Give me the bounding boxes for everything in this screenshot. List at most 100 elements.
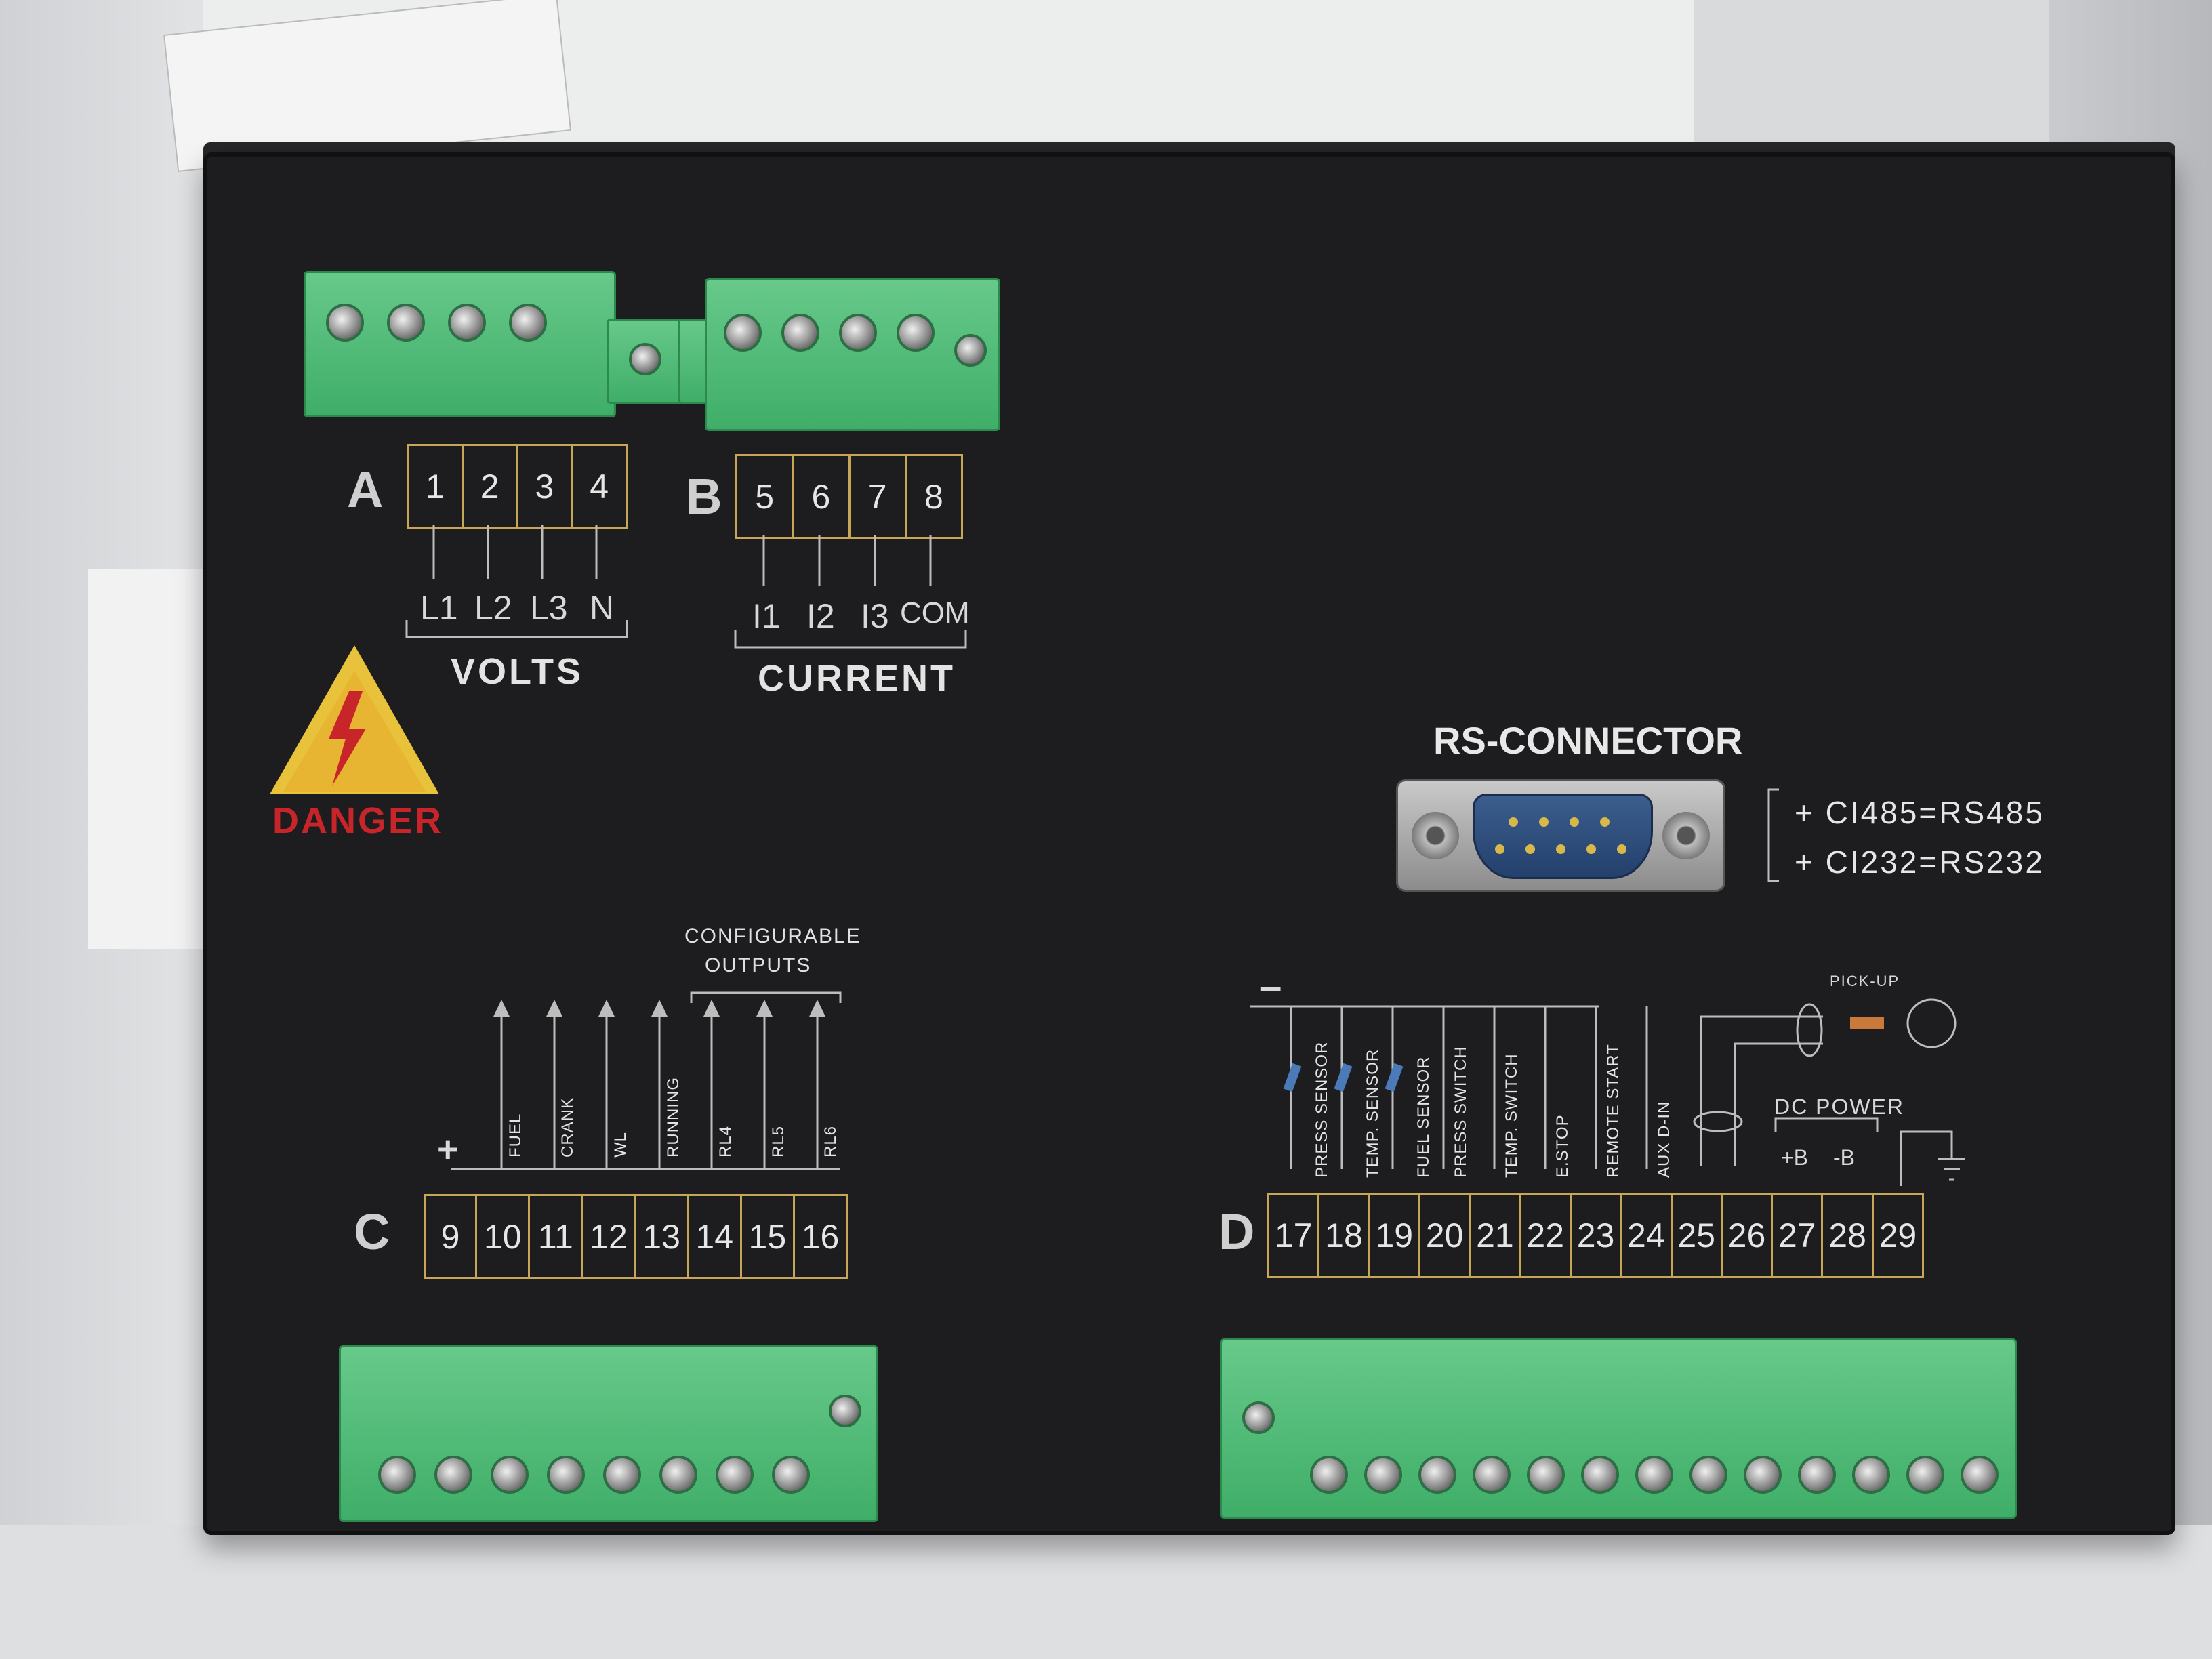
screw-icon <box>954 334 987 367</box>
signal-l1: L1 <box>420 589 458 627</box>
screw-icon <box>434 1456 472 1494</box>
terminal-number: 28 <box>1823 1195 1874 1276</box>
terminal-number: 16 <box>801 1218 840 1256</box>
terminal-block-c: 9 10 11 12 13 14 15 16 <box>424 1194 848 1279</box>
terminal-number: 12 <box>583 1196 636 1277</box>
rs485-option: + CI485=RS485 <box>1795 795 2045 830</box>
block-d-letter: D <box>1218 1204 1255 1260</box>
screw-icon <box>1744 1456 1782 1494</box>
terminal-number: 18 <box>1319 1195 1370 1276</box>
signal-com: COM <box>900 596 970 630</box>
configurable-label: CONFIGURABLE <box>684 925 861 947</box>
screw-icon <box>603 1456 641 1494</box>
block-c-letter: C <box>354 1204 390 1260</box>
screw-icon <box>629 343 661 375</box>
terminal-number: 24 <box>1622 1195 1673 1276</box>
screw-icon <box>839 314 877 352</box>
plug-flange-a <box>607 319 685 404</box>
screw-icon <box>772 1456 810 1494</box>
terminal-number: 10 <box>477 1196 531 1277</box>
screw-icon <box>448 304 486 342</box>
screw-icon <box>1527 1456 1565 1494</box>
signal-n: N <box>590 589 615 627</box>
screw-icon <box>378 1456 416 1494</box>
terminal-number: 6 <box>794 456 851 537</box>
plus-label: + <box>437 1129 459 1170</box>
terminal-number: 13 <box>636 1196 689 1277</box>
dc-power-label: DC POWER <box>1774 1094 1904 1119</box>
terminal-number: 26 <box>1723 1195 1774 1276</box>
terminal-block-b: 5 6 7 8 <box>735 454 963 539</box>
terminal-number: 29 <box>1879 1216 1917 1254</box>
terminal-number: 9 <box>426 1196 478 1277</box>
background-box-edge <box>88 569 224 949</box>
terminal-number: 27 <box>1773 1195 1824 1276</box>
outputs-label: OUTPUTS <box>705 954 812 977</box>
terminal-block-d: 17 18 19 20 21 22 23 24 25 26 27 28 29 <box>1267 1193 1924 1278</box>
dc-negative-label: -B <box>1833 1145 1855 1170</box>
screw-icon <box>1242 1401 1275 1434</box>
minus-label: – <box>1259 963 1282 1008</box>
plug-connector-d[interactable] <box>1220 1338 2017 1519</box>
screw-icon <box>509 304 547 342</box>
terminal-number: 3 <box>518 446 573 527</box>
screw-icon <box>724 314 762 352</box>
pickup-label: PICK-UP <box>1830 972 1900 989</box>
screw-icon <box>829 1395 861 1427</box>
screw-icon <box>1852 1456 1890 1494</box>
terminal-number: 23 <box>1572 1195 1622 1276</box>
db9-shell <box>1473 794 1653 879</box>
plug-connector-c[interactable] <box>339 1345 878 1522</box>
terminal-number: 4 <box>590 468 609 506</box>
screw-icon <box>716 1456 754 1494</box>
screw-icon <box>1418 1456 1456 1494</box>
signal-l3: L3 <box>530 589 568 627</box>
signal-i2: I2 <box>806 597 835 635</box>
screw-icon <box>1310 1456 1348 1494</box>
screw-icon <box>1906 1456 1944 1494</box>
terminal-number: 17 <box>1269 1195 1320 1276</box>
signal-i1: I1 <box>752 597 781 635</box>
screw-icon <box>781 314 819 352</box>
terminal-number: 8 <box>924 478 943 516</box>
terminal-number: 7 <box>851 456 907 537</box>
group-volts: VOLTS <box>451 651 584 692</box>
lightning-icon <box>329 691 366 786</box>
screw-icon <box>1689 1456 1727 1494</box>
terminal-number: 1 <box>409 446 464 527</box>
terminal-number: 20 <box>1420 1195 1471 1276</box>
terminal-number: 14 <box>689 1196 742 1277</box>
screw-icon <box>1798 1456 1836 1494</box>
screw-icon <box>1364 1456 1402 1494</box>
dc-positive-label: +B <box>1781 1145 1809 1170</box>
rs-connector-title: RS-CONNECTOR <box>1433 719 1743 762</box>
signal-i3: I3 <box>861 597 889 635</box>
db9-connector-icon[interactable] <box>1396 779 1725 892</box>
screw-icon <box>1961 1456 1999 1494</box>
screw-icon <box>326 304 364 342</box>
screw-icon <box>1635 1456 1673 1494</box>
terminal-number: 22 <box>1521 1195 1572 1276</box>
terminal-number: 5 <box>737 456 794 537</box>
terminal-block-a: 1 2 3 4 <box>407 444 628 529</box>
screw-icon <box>1473 1456 1511 1494</box>
background-surface <box>0 1525 2212 1659</box>
screw-icon <box>1581 1456 1619 1494</box>
hex-nut-icon <box>1412 812 1459 859</box>
terminal-number: 25 <box>1673 1195 1723 1276</box>
block-b-letter: B <box>686 468 722 525</box>
rs232-option: + CI232=RS232 <box>1795 844 2045 880</box>
terminal-number: 21 <box>1471 1195 1521 1276</box>
group-current: CURRENT <box>758 658 956 699</box>
screw-icon <box>897 314 935 352</box>
block-a-letter: A <box>347 462 384 518</box>
screw-icon <box>659 1456 697 1494</box>
screw-icon <box>547 1456 585 1494</box>
plug-connector-b[interactable] <box>705 278 1000 431</box>
screw-icon <box>387 304 425 342</box>
danger-label: DANGER <box>272 800 444 841</box>
signal-l2: L2 <box>474 589 512 627</box>
terminal-number: 19 <box>1370 1195 1420 1276</box>
hex-nut-icon <box>1662 812 1710 859</box>
